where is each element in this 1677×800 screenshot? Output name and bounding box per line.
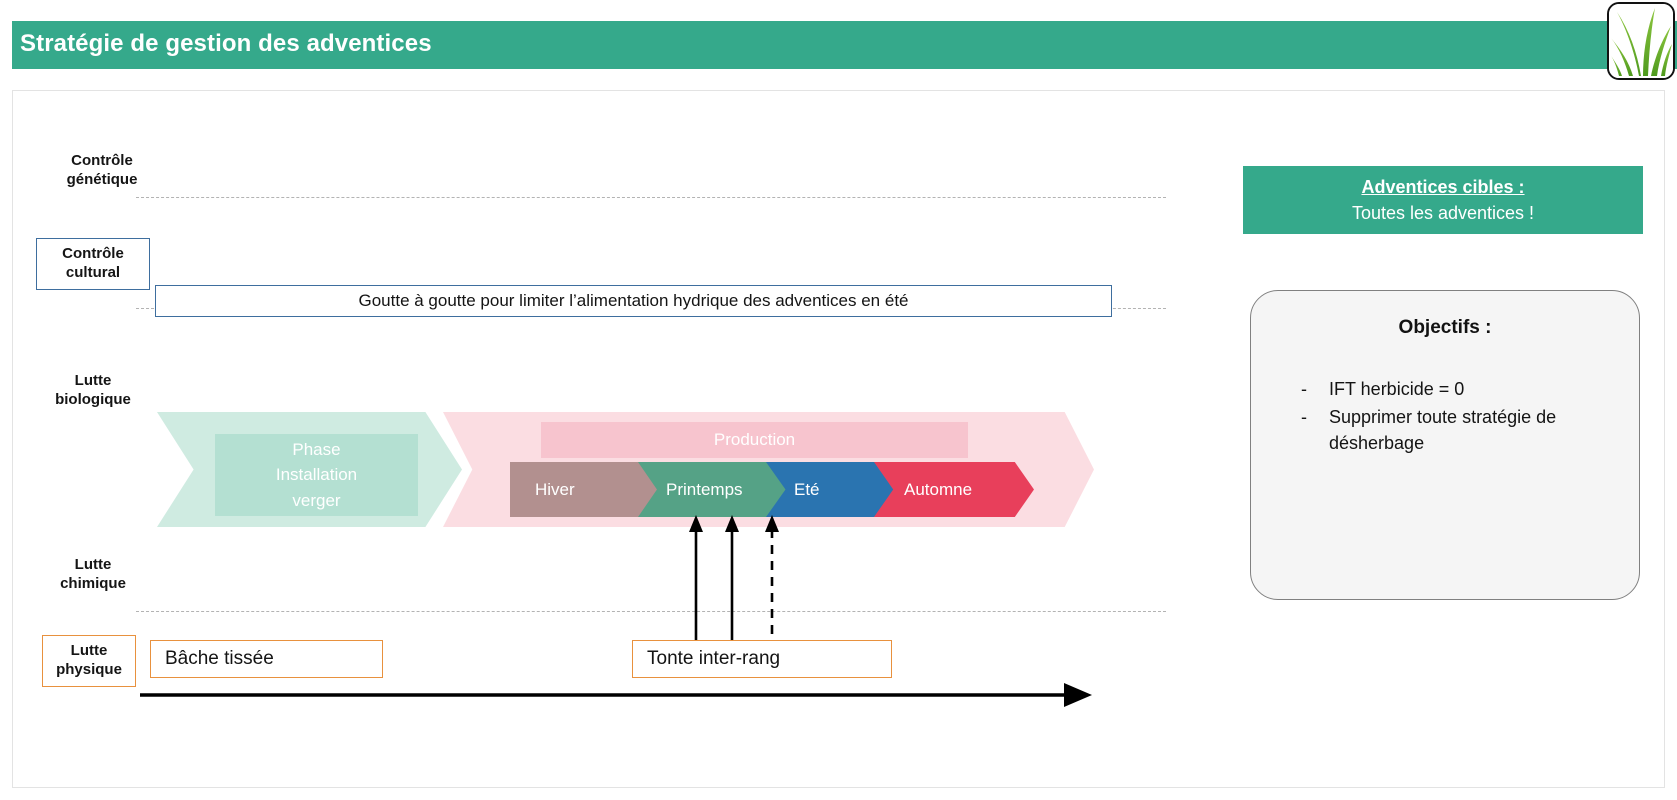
objectif-text: Supprimer toute stratégie de désherbage <box>1329 407 1557 454</box>
phase-installation-line3: verger <box>292 490 341 510</box>
season-label-printemps: Printemps <box>666 479 743 499</box>
row-label-lutte-physique: Lutte physique <box>42 635 136 687</box>
objectif-text: IFT herbicide = 0 <box>1329 379 1465 399</box>
season-chevron-hiver: Hiver <box>510 462 668 517</box>
practice-label-goutte-a-goutte: Goutte à goutte pour limiter l’alimentat… <box>358 291 909 310</box>
objectif-item: - Supprimer toute stratégie de désherbag… <box>1301 404 1621 456</box>
bullet-dash-icon: - <box>1301 379 1307 399</box>
practice-box-bache-tissee: Bâche tissée <box>150 640 383 678</box>
timeline-arrow-head <box>1064 683 1092 707</box>
phase-installation-line1: Phase <box>292 439 341 459</box>
practice-label-bache-tissee: Bâche tissée <box>165 648 274 669</box>
adventices-cibles-panel: Adventices cibles : Toutes les adventice… <box>1243 166 1643 234</box>
practice-box-goutte-a-goutte: Goutte à goutte pour limiter l’alimentat… <box>155 285 1112 317</box>
adventices-cibles-subtitle: Toutes les adventices ! <box>1351 203 1535 223</box>
divider-genetique <box>136 197 1166 198</box>
phase-installation-label-box: Phase Installation verger <box>215 434 418 516</box>
bullet-dash-icon: - <box>1301 407 1307 428</box>
row-label-lutte-biologique: Lutte biologique <box>55 372 131 408</box>
grass-icon <box>1609 4 1673 78</box>
season-chevron-automne: Automne <box>874 462 1034 517</box>
arrow-head-1 <box>689 515 703 532</box>
title-bar <box>12 21 1677 69</box>
season-label-ete: Eté <box>794 479 820 499</box>
row-label-controle-cultural: Contrôle cultural <box>36 238 150 290</box>
arrow-head-2 <box>725 515 739 532</box>
objectif-item: - IFT herbicide = 0 <box>1301 376 1621 402</box>
timeline-axis-arrow <box>140 683 1092 707</box>
season-label-automne: Automne <box>904 479 973 499</box>
adventices-cibles-title: Adventices cibles : <box>1361 176 1525 197</box>
tonte-link-arrows <box>689 515 779 650</box>
row-label-lutte-chimique: Lutte chimique <box>60 556 126 592</box>
practice-box-tonte-inter-rang: Tonte inter-rang <box>632 640 892 678</box>
row-label-controle-genetique: Contrôle génétique <box>66 152 138 188</box>
objectifs-list: - IFT herbicide = 0 - Supprimer toute st… <box>1301 376 1621 458</box>
phase-production-label: Production <box>713 430 796 449</box>
objectifs-panel: Objectifs : - IFT herbicide = 0 - Suppri… <box>1250 290 1640 600</box>
phase-production-label-box: Production <box>541 422 968 458</box>
season-chevron-ete: Eté <box>766 462 896 517</box>
page-title: Stratégie de gestion des adventices <box>20 30 432 57</box>
season-label-hiver: Hiver <box>535 479 575 499</box>
phase-installation-line2: Installation <box>275 465 358 485</box>
arrow-head-3 <box>765 515 779 532</box>
practice-label-tonte-inter-rang: Tonte inter-rang <box>647 648 781 669</box>
grass-blades-logo <box>1607 2 1675 80</box>
season-chevron-printemps: Printemps <box>638 462 796 517</box>
divider-chimique <box>136 611 1166 612</box>
objectifs-title: Objectifs : <box>1398 317 1492 338</box>
